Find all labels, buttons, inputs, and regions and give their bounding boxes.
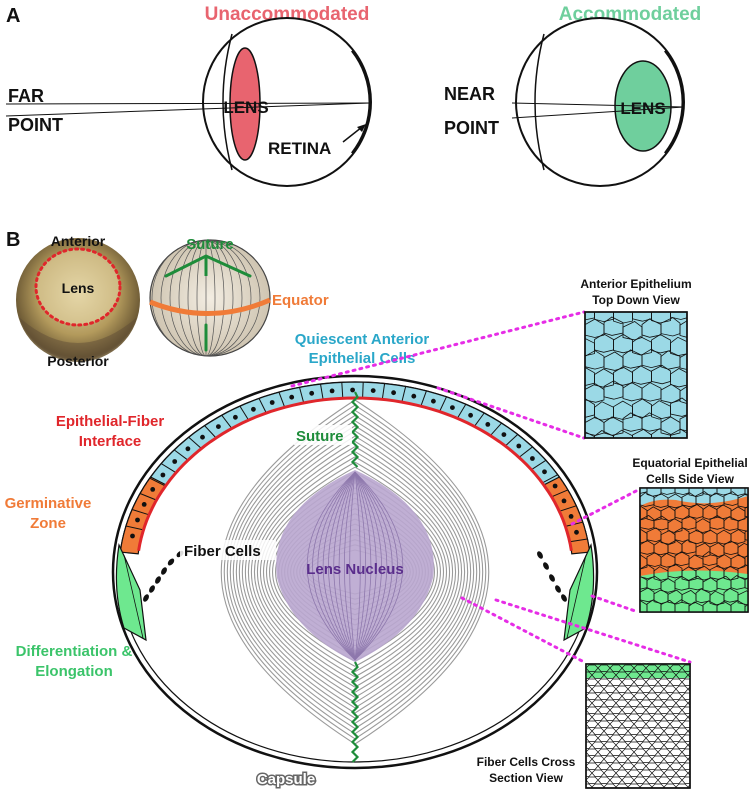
accommodated-lens-label: LENS — [620, 99, 665, 118]
lens-nucleus — [276, 470, 434, 662]
lens-globe: Suture Equator — [149, 236, 329, 357]
inset-anterior-title-line2: Top Down View — [592, 293, 680, 307]
photo-anterior-label: Anterior — [51, 233, 106, 249]
inset-anterior-title-line1: Anterior Epithelium — [580, 277, 691, 291]
differentiation-label-line2: Elongation — [35, 663, 113, 680]
photo-lens-label: Lens — [62, 280, 95, 296]
globe-equator-label: Equator — [272, 292, 329, 309]
far-label: FAR — [8, 86, 44, 106]
differentiation-zone-right — [563, 542, 595, 642]
unaccommodated-lens-label: LENS — [223, 98, 268, 117]
unaccommodated-title: Unaccommodated — [205, 4, 370, 25]
inset-equatorial-epithelium: Equatorial Epithelial Cells Side View — [632, 456, 749, 613]
accommodated-eye: Accommodated NEAR POINT LENS — [444, 4, 701, 187]
inset-equatorial-title-line2: Cells Side View — [646, 472, 734, 486]
quiescent-label-line1: Quiescent Anterior — [295, 331, 430, 348]
differentiation-label-line1: Differentiation & — [16, 643, 133, 660]
suture-line-anterior — [350, 391, 360, 468]
germinative-label-line1: Germinative — [5, 495, 92, 512]
unaccommodated-lens-shape — [229, 47, 261, 161]
capsule-label: Capsule — [257, 771, 315, 788]
inset-guide-lines — [290, 310, 692, 664]
near-label: NEAR — [444, 84, 495, 104]
suture-label: Suture — [296, 428, 344, 445]
lens-cross-section — [111, 374, 599, 770]
inset-fiber-cross-section: Fiber Cells Cross Section View — [470, 663, 691, 789]
unaccommodated-eye: Unaccommodated FAR POINT LENS RETINA — [5, 4, 372, 187]
inset-fiber-title-line2: Section View — [489, 771, 563, 785]
germinative-label-line2: Zone — [30, 515, 66, 532]
inset-fiber-title-line1: Fiber Cells Cross — [477, 755, 576, 769]
far-point-label: POINT — [8, 115, 63, 135]
lens-photo: Anterior Lens Posterior — [16, 233, 140, 369]
panel-a-letter: A — [6, 5, 20, 27]
globe-suture-label: Suture — [186, 236, 234, 253]
panel-b-letter: B — [6, 229, 20, 251]
near-point-label: POINT — [444, 118, 499, 138]
lens-nucleus-label: Lens Nucleus — [306, 561, 404, 578]
differentiation-zone-left — [115, 542, 147, 642]
fiber-cells-label: Fiber Cells — [184, 543, 261, 560]
interface-label-line1: Epithelial-Fiber — [56, 413, 165, 430]
photo-posterior-label: Posterior — [47, 353, 109, 369]
interface-label-line2: Interface — [79, 433, 142, 450]
inset-anterior-epithelium: Anterior Epithelium Top Down View — [580, 277, 692, 439]
retina-label: RETINA — [268, 139, 331, 158]
inset-equatorial-title-line1: Equatorial Epithelial — [632, 456, 747, 470]
suture-line-posterior — [350, 661, 360, 763]
globe-equator-band — [149, 297, 271, 316]
photo-lens-outline — [34, 247, 122, 327]
